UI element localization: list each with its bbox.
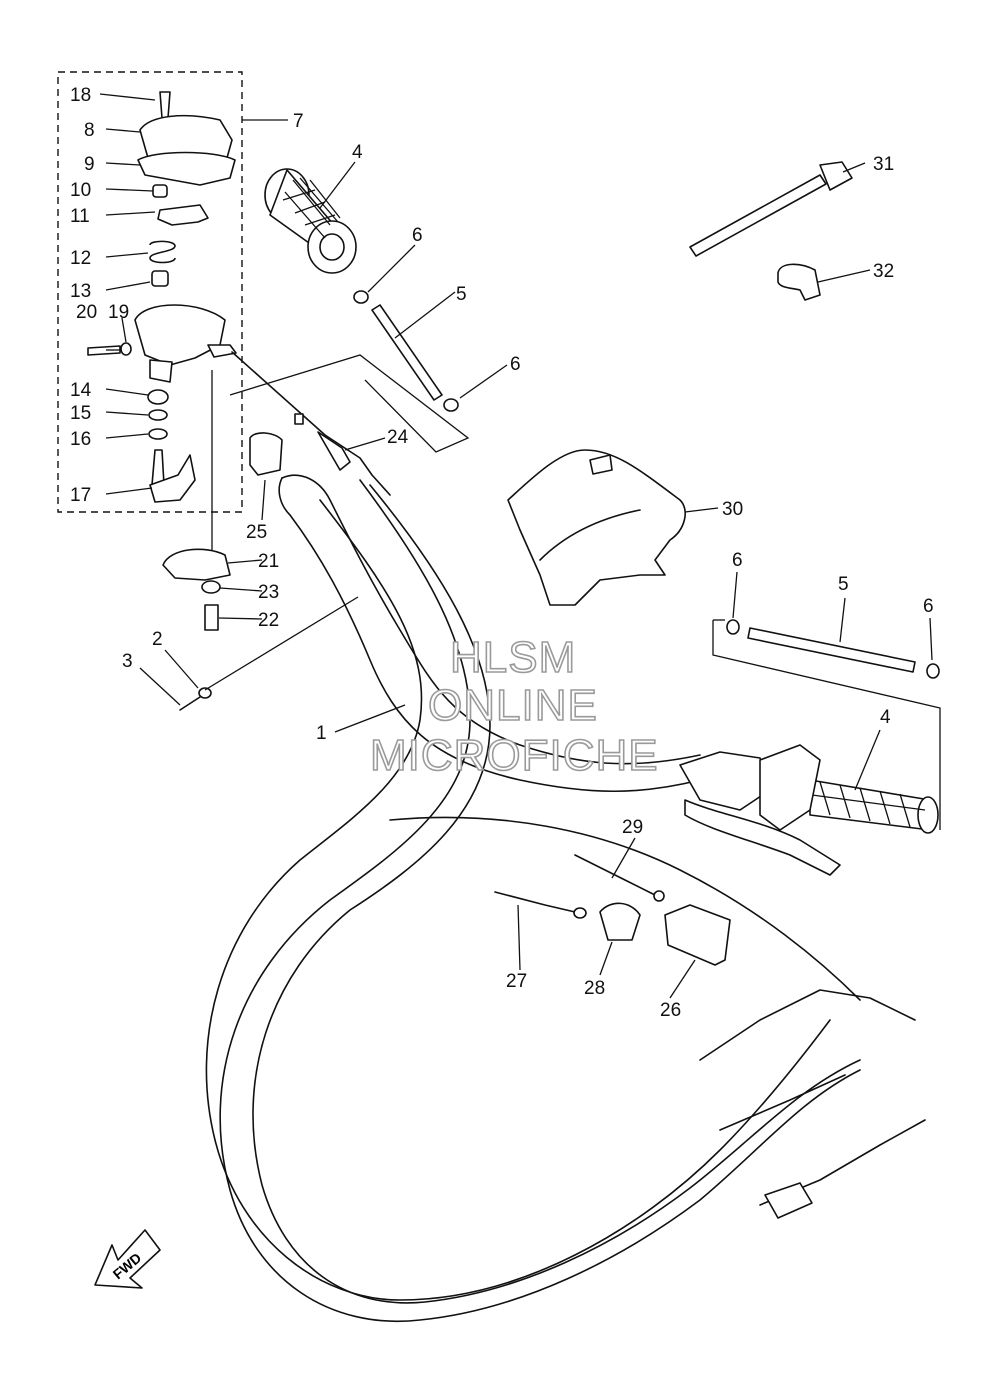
lower-parts [162,351,470,631]
watermark-line-2: ONLINE [428,681,598,730]
callout-32: 32 [873,261,894,282]
watermark: HLSM ONLINE MICROFICHE [369,632,659,781]
callout-5-right: 5 [838,574,849,595]
cable-clamp [777,263,821,301]
callout-6-right-a: 6 [732,550,743,571]
callout-4-right: 4 [880,707,891,728]
callout-6-right-b: 6 [923,596,934,617]
callout-5-left: 5 [456,284,467,305]
callout-20: 20 [76,302,97,323]
callout-21: 21 [258,551,279,572]
callout-13: 13 [70,281,91,302]
callout-22: 22 [258,610,279,631]
cable-ends [699,989,926,1219]
callout-6-upper: 6 [412,225,423,246]
callout-1: 1 [316,723,327,744]
callout-19: 19 [108,302,129,323]
cable-tie [689,161,853,257]
handlebar-cover [507,449,686,606]
callout-10: 10 [70,180,91,201]
callout-12: 12 [70,248,91,269]
callout-labels: 18 8 9 10 11 12 13 20 19 14 15 16 17 7 4… [70,85,934,1021]
callout-24: 24 [387,427,409,448]
callout-29: 29 [622,817,643,838]
callout-7: 7 [293,111,304,132]
callout-3: 3 [122,651,133,672]
callout-15: 15 [70,403,91,424]
callout-25: 25 [246,522,267,543]
bar-pin-left [353,290,459,412]
callout-2: 2 [152,629,163,650]
callout-11: 11 [70,206,90,227]
small-fasteners-2-3 [179,596,359,711]
watermark-line-1: HLSM [450,633,576,682]
forward-arrow-icon: FWD [94,1229,161,1289]
callout-17: 17 [70,485,91,506]
cable-adjuster-parts [494,854,731,966]
callout-6-middle: 6 [510,354,521,375]
callout-23: 23 [258,582,279,603]
callout-16: 16 [70,429,91,450]
callout-9: 9 [84,154,95,175]
callout-8: 8 [84,120,95,141]
callout-18: 18 [70,85,91,106]
right-grip [809,779,939,834]
callout-30: 30 [722,499,743,520]
callout-26: 26 [660,1000,681,1021]
left-grip [264,168,357,274]
callout-14: 14 [70,380,92,401]
callout-28: 28 [584,978,605,999]
right-lever-assembly [679,744,841,876]
throttle-housing-parts [87,91,237,503]
leader-lines [99,93,933,999]
bar-pin-right [712,619,941,830]
callout-4-left: 4 [352,142,363,163]
handlebar [278,474,701,793]
callout-27: 27 [506,971,527,992]
watermark-line-3: MICROFICHE [370,731,659,780]
callout-31: 31 [873,154,894,175]
throttle-cable-loop [205,479,861,1322]
